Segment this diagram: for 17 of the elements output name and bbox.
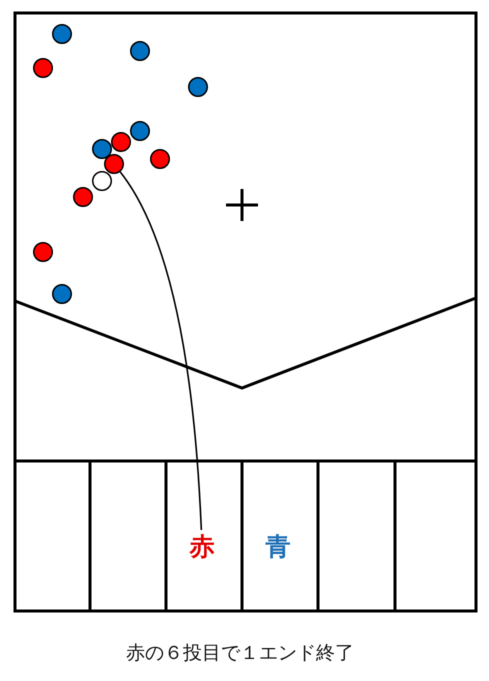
caption: 赤の６投目で１エンド終了 [125,641,355,666]
ball [130,41,150,61]
ball [33,58,53,78]
ball [188,77,208,97]
ball [130,121,150,141]
ball [92,139,112,159]
ball [150,149,170,169]
ball [52,284,72,304]
jack-ball [92,171,112,191]
ball [73,187,93,207]
ball [111,132,131,152]
ball [52,24,72,44]
team-label: 青 [262,530,294,562]
ball [33,242,53,262]
throw-path-line [120,171,202,530]
ball [104,154,124,174]
team-label: 赤 [186,530,218,562]
